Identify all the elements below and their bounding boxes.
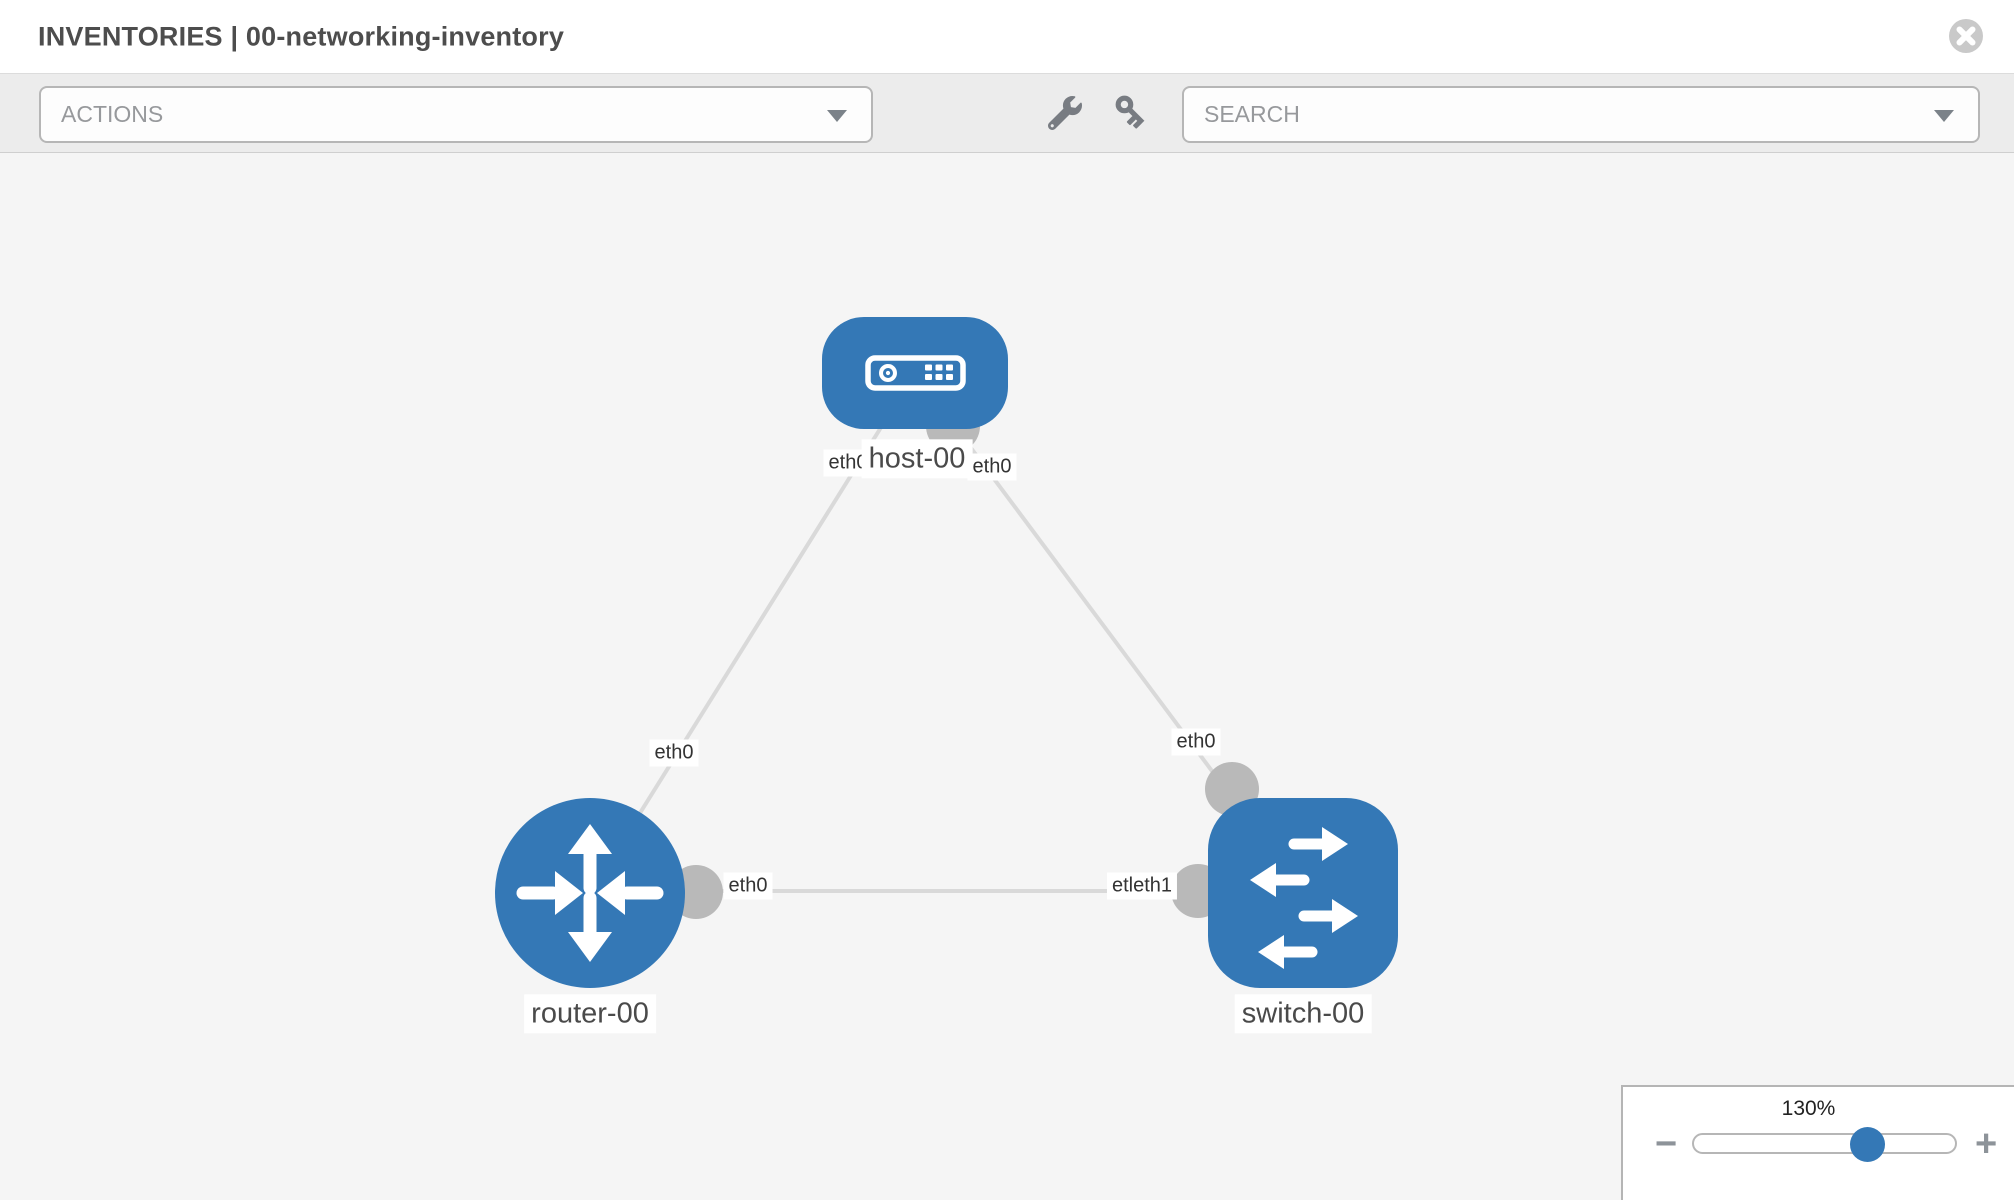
toolbar: ACTIONS SEARCH (0, 73, 2014, 153)
zoom-in-button[interactable]: + (1975, 1123, 1998, 1165)
close-button[interactable] (1948, 18, 1984, 54)
zoom-panel: 130% − + (1621, 1085, 2014, 1200)
actions-dropdown-label: ACTIONS (61, 101, 164, 127)
node-switch-00[interactable] (1208, 798, 1398, 988)
node-router-00[interactable] (495, 798, 685, 988)
key-icon (1115, 95, 1145, 129)
search-dropdown[interactable]: SEARCH (1182, 86, 1980, 143)
zoom-slider[interactable] (1692, 1127, 1957, 1162)
switch-icon (1250, 827, 1358, 969)
page-title: INVENTORIES | 00-networking-inventory (38, 21, 565, 51)
zoom-level: 130% (1781, 1097, 1836, 1120)
interface-label: eth0 (1171, 728, 1221, 756)
node-host-00[interactable] (822, 317, 1008, 429)
actions-dropdown[interactable]: ACTIONS (39, 86, 873, 143)
configure-button[interactable] (1045, 93, 1085, 133)
chevron-down-icon (1934, 109, 1954, 122)
node-label-switch: switch-00 (1234, 994, 1372, 1034)
search-dropdown-label: SEARCH (1204, 101, 1300, 127)
node-label-host: host-00 (861, 439, 973, 479)
zoom-out-button[interactable]: − (1655, 1123, 1678, 1165)
interface-label: eth0 (967, 453, 1017, 481)
chevron-down-icon (827, 109, 847, 122)
host-icon (865, 355, 966, 391)
panel-header: INVENTORIES | 00-networking-inventory (0, 0, 2014, 73)
credentials-button[interactable] (1113, 93, 1153, 133)
router-icon (516, 824, 664, 962)
topology-canvas[interactable]: eth0 eth0 eth0 eth0 eth0 etleth1 host-00… (0, 153, 2014, 1200)
close-icon (1949, 19, 1983, 53)
interface-label: eth0 (649, 739, 699, 767)
interface-label: eth0 (723, 872, 773, 900)
wrench-icon (1048, 96, 1082, 130)
zoom-slider-handle[interactable] (1850, 1127, 1885, 1162)
node-label-router: router-00 (524, 994, 656, 1034)
interface-label: etleth1 (1106, 872, 1178, 900)
